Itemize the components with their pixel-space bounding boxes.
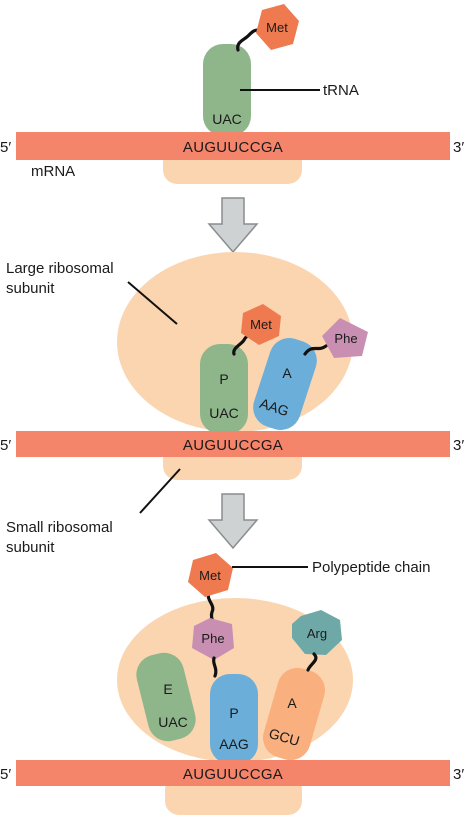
phe-label: Phe bbox=[334, 331, 357, 346]
five-prime-label: 5′ bbox=[0, 437, 11, 454]
panel-initiation: UAC Met tRNA AUGUUCCGA 5′ 3′ mRNA bbox=[0, 4, 464, 184]
trna-label: tRNA bbox=[323, 82, 359, 99]
arg-bond bbox=[306, 652, 318, 672]
five-prime-label: 5′ bbox=[0, 139, 11, 156]
trna-anticodon: UAC bbox=[212, 111, 242, 127]
mrna-strand bbox=[16, 132, 450, 160]
polypeptide-label: Polypeptide chain bbox=[312, 559, 430, 576]
phe-bond bbox=[303, 344, 328, 356]
a-site-trna bbox=[253, 338, 317, 430]
down-arrow-icon bbox=[207, 493, 259, 550]
phe-bond bbox=[211, 656, 218, 678]
a-site-trna bbox=[262, 667, 326, 761]
mrna-sequence: AUGUUCCGA bbox=[183, 437, 283, 454]
e-site-anticodon: UAC bbox=[158, 714, 188, 730]
p-site-trna bbox=[200, 344, 248, 434]
met-bond bbox=[236, 28, 260, 52]
three-prime-label: 3′ bbox=[453, 766, 464, 783]
five-prime-label: 5′ bbox=[0, 766, 11, 783]
met-amino-acid bbox=[188, 553, 233, 597]
mrna-strand bbox=[16, 431, 450, 457]
panel-elongation: P UAC A AAG Met Phe Large ribosomal subu… bbox=[0, 252, 464, 556]
met-label: Met bbox=[250, 317, 272, 332]
mrna-strand bbox=[16, 760, 450, 786]
mrna-sequence: AUGUUCCGA bbox=[183, 766, 283, 783]
a-site-label: A bbox=[282, 365, 292, 381]
e-site-trna bbox=[136, 652, 196, 742]
phe-amino-acid bbox=[192, 618, 234, 660]
phe-amino-acid bbox=[322, 318, 368, 358]
large-subunit-label-line1: Large ribosomal bbox=[6, 260, 114, 277]
large-subunit-label-line2: subunit bbox=[6, 280, 55, 297]
p-site-label: P bbox=[229, 705, 238, 721]
arg-amino-acid bbox=[292, 610, 342, 655]
a-site-label: A bbox=[287, 695, 297, 711]
down-arrow-icon bbox=[207, 197, 259, 254]
small-subunit-label-line1: Small ribosomal bbox=[6, 519, 113, 536]
three-prime-label: 3′ bbox=[453, 139, 464, 156]
mrna-sequence: AUGUUCCGA bbox=[183, 139, 283, 156]
trna-shape bbox=[203, 44, 251, 136]
panel-translocation: E UAC P AAG A GCU Met Polypeptide chain … bbox=[0, 553, 464, 815]
mrna-label: mRNA bbox=[31, 163, 75, 180]
arg-label: Arg bbox=[307, 626, 327, 641]
large-subunit-pointer bbox=[127, 281, 178, 325]
p-site-trna bbox=[210, 674, 258, 764]
met-amino-acid bbox=[241, 304, 281, 345]
small-subunit-pointer bbox=[139, 468, 181, 514]
met-label: Met bbox=[199, 568, 221, 583]
p-site-anticodon: AAG bbox=[219, 736, 249, 752]
met-label: Met bbox=[266, 20, 288, 35]
e-site-label: E bbox=[163, 681, 172, 697]
phe-label: Phe bbox=[201, 631, 224, 646]
met-amino-acid bbox=[256, 4, 299, 50]
p-site-anticodon: UAC bbox=[209, 405, 239, 421]
three-prime-label: 3′ bbox=[453, 437, 464, 454]
p-site-label: P bbox=[219, 371, 228, 387]
small-subunit-label-line2: subunit bbox=[6, 539, 55, 556]
